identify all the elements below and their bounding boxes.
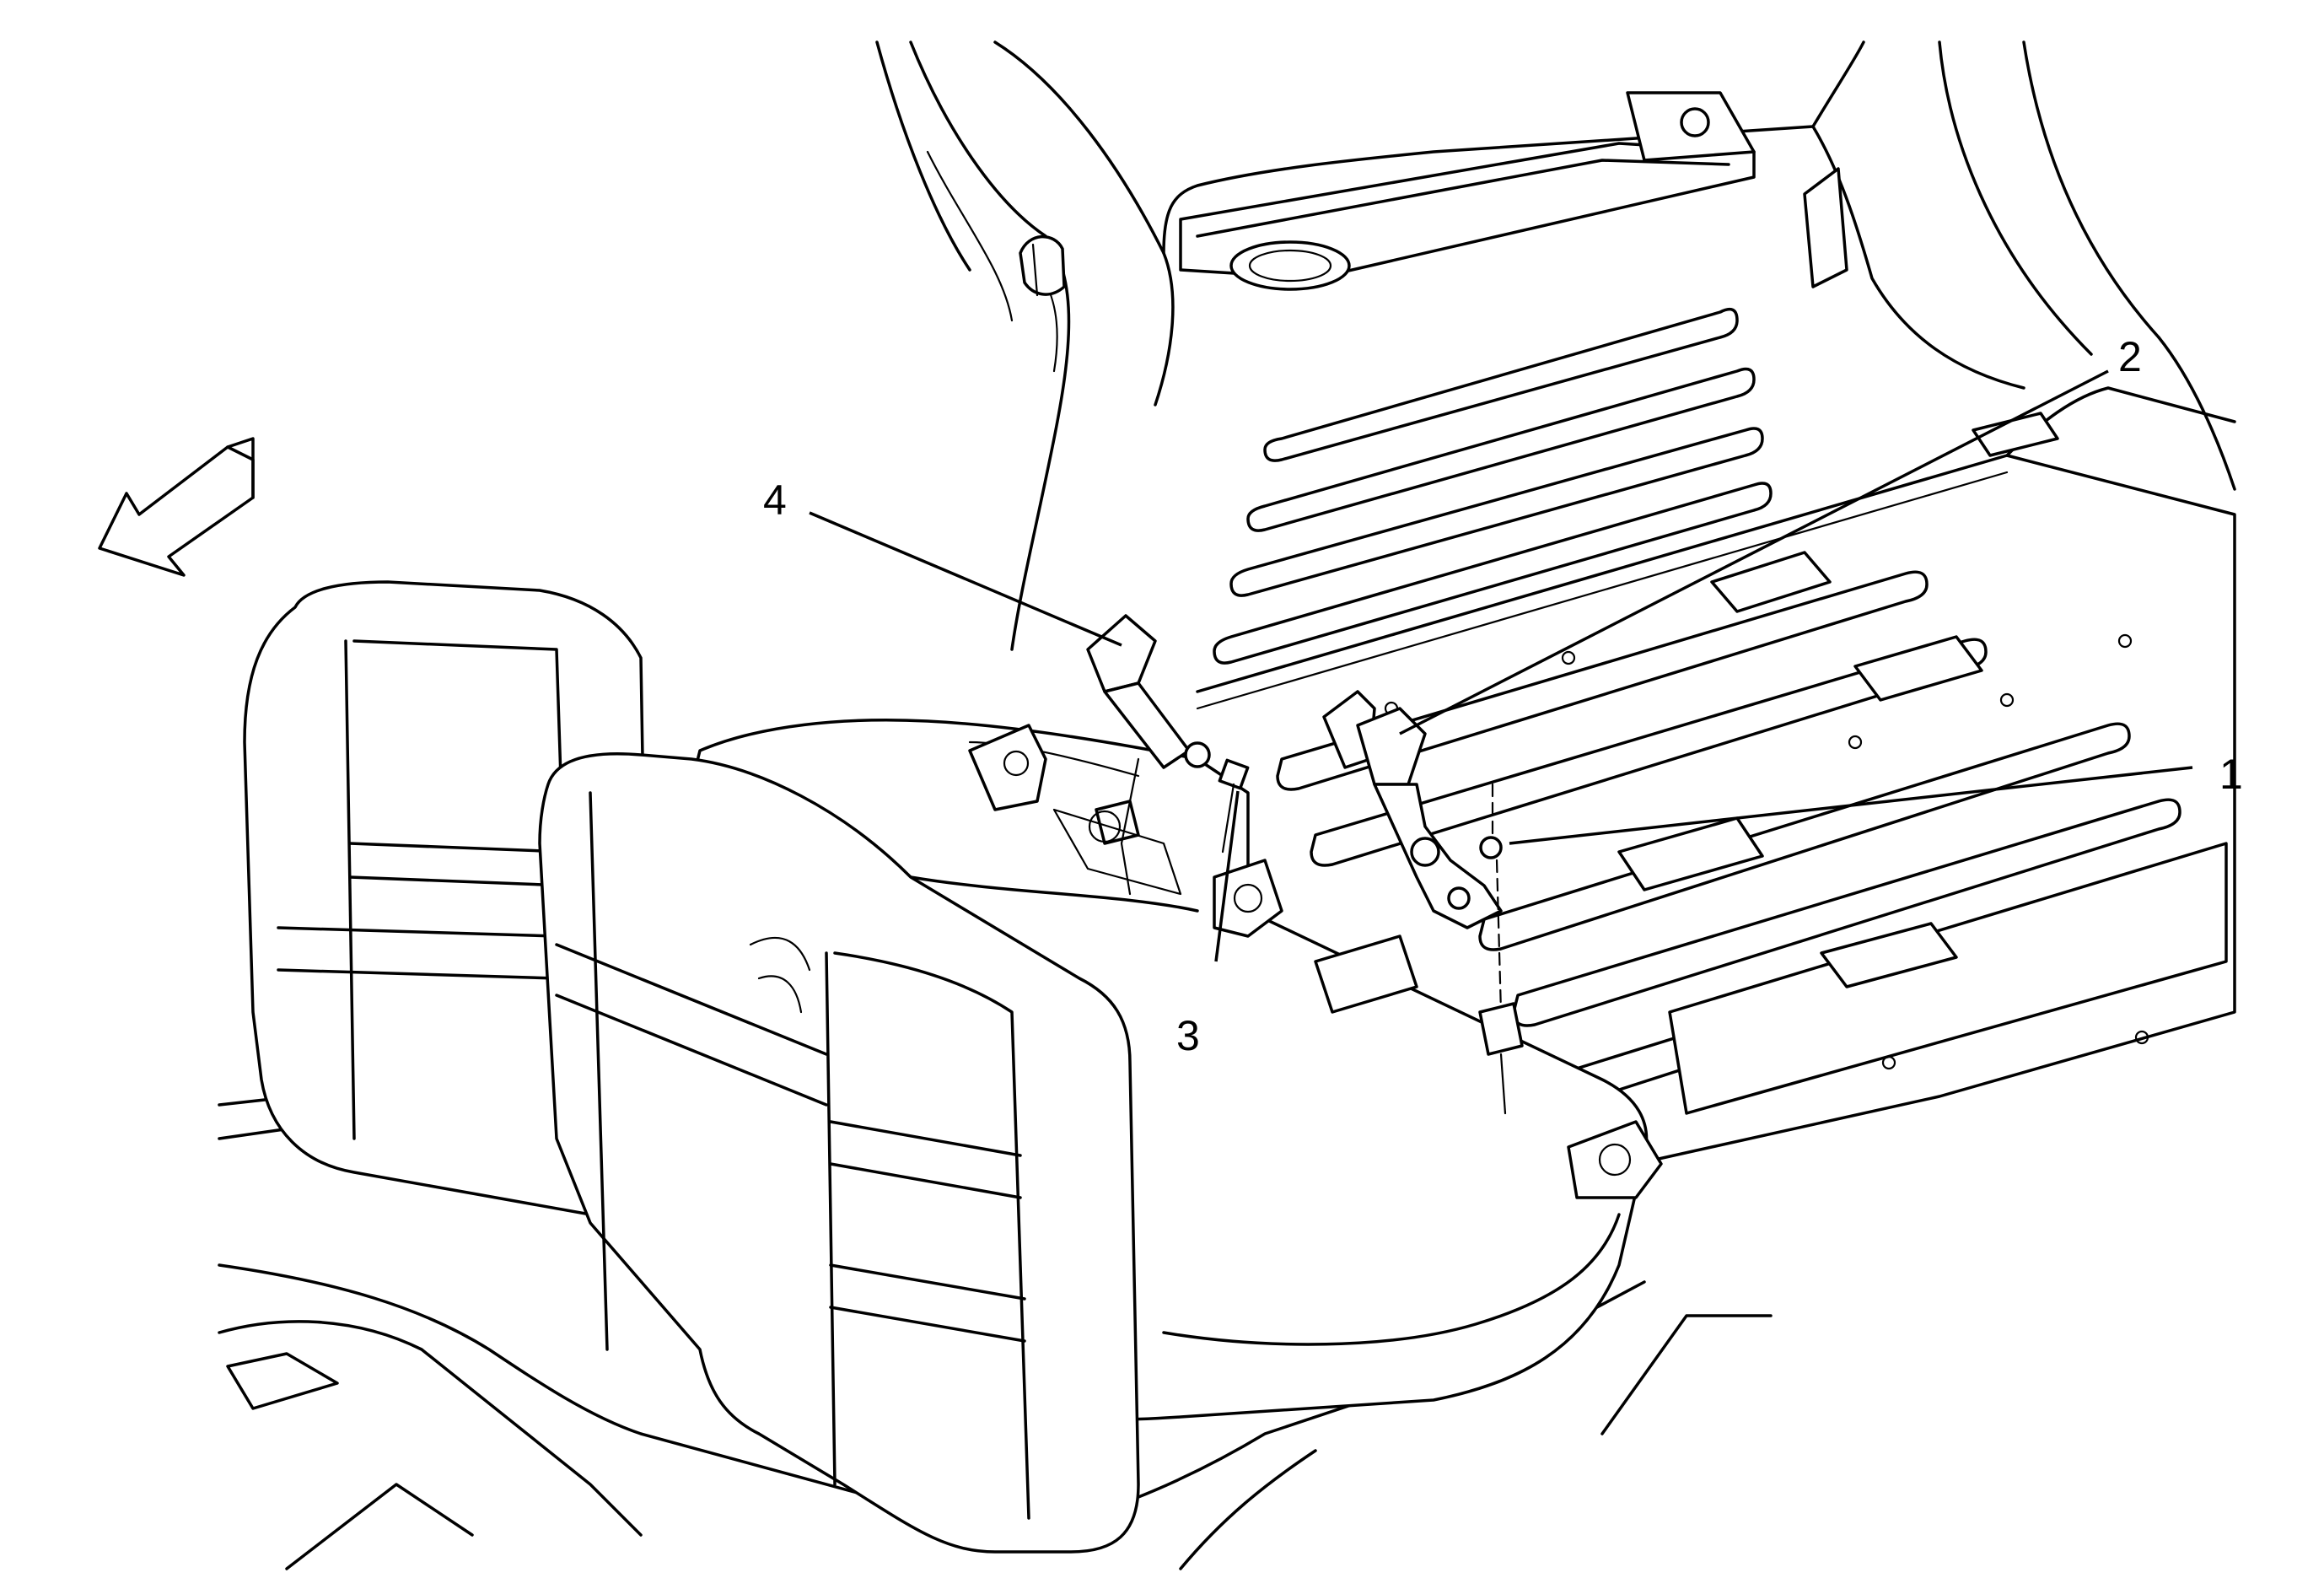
callout-4: 4 — [763, 477, 787, 524]
pillar-hook-icon — [1019, 234, 1066, 297]
anchor-bolt-3 — [1218, 758, 1250, 854]
rear-seat-back-right — [538, 752, 1140, 1554]
seat-hinge-brackets — [968, 724, 1663, 1199]
seat-belt-buckle-2 — [1322, 690, 1503, 929]
callout-1: 1 — [2219, 751, 2243, 798]
cab-floor-panel — [1196, 386, 2236, 1182]
rear-storage-tray — [1179, 91, 1848, 291]
rear-wall-ribs — [1213, 307, 1773, 665]
callout-3: 3 — [1176, 1012, 1200, 1059]
callout-2: 2 — [2118, 333, 2142, 380]
front-direction-arrow-icon — [98, 437, 255, 577]
anchor-nut-1 — [1478, 783, 1524, 1115]
callout-leaders — [809, 369, 2193, 962]
seat-belt-buckle-4 — [1086, 614, 1211, 896]
